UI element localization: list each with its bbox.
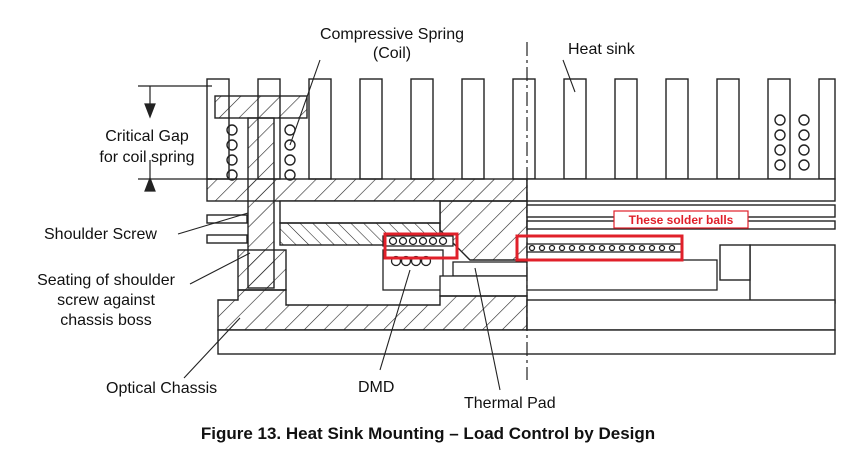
critical-gap-label: Critical Gap — [105, 128, 189, 145]
dmd-label: DMD — [358, 379, 394, 396]
heat-sink-label: Heat sink — [568, 41, 636, 58]
heat-sink — [206, 78, 836, 261]
solder-ball-highlight-left — [383, 232, 459, 260]
leader-lines — [177, 59, 576, 391]
seating-label-2: screw against — [57, 292, 155, 309]
solder-ball-callout: These solder balls — [629, 213, 734, 227]
compressive-spring — [226, 114, 810, 181]
solder-ball-highlight-right — [515, 234, 684, 262]
seating-label-1: Seating of shoulder — [37, 272, 176, 289]
shoulder-screw-label: Shoulder Screw — [44, 226, 157, 243]
shoulder-screw — [214, 95, 308, 291]
figure-caption: Figure 13. Heat Sink Mounting – Load Con… — [201, 424, 655, 443]
critical-gap-dimension — [138, 85, 212, 192]
compressive-spring-label-2: (Coil) — [373, 45, 411, 62]
solder-ball-callout-box — [613, 210, 749, 229]
seating-label-3: chassis boss — [60, 312, 152, 329]
critical-gap-label-2: for coil spring — [99, 149, 194, 166]
compressive-spring-label: Compressive Spring — [320, 26, 464, 43]
optical-chassis-label: Optical Chassis — [106, 380, 217, 397]
thermal-pad-label: Thermal Pad — [464, 395, 556, 412]
dmd — [382, 235, 718, 297]
